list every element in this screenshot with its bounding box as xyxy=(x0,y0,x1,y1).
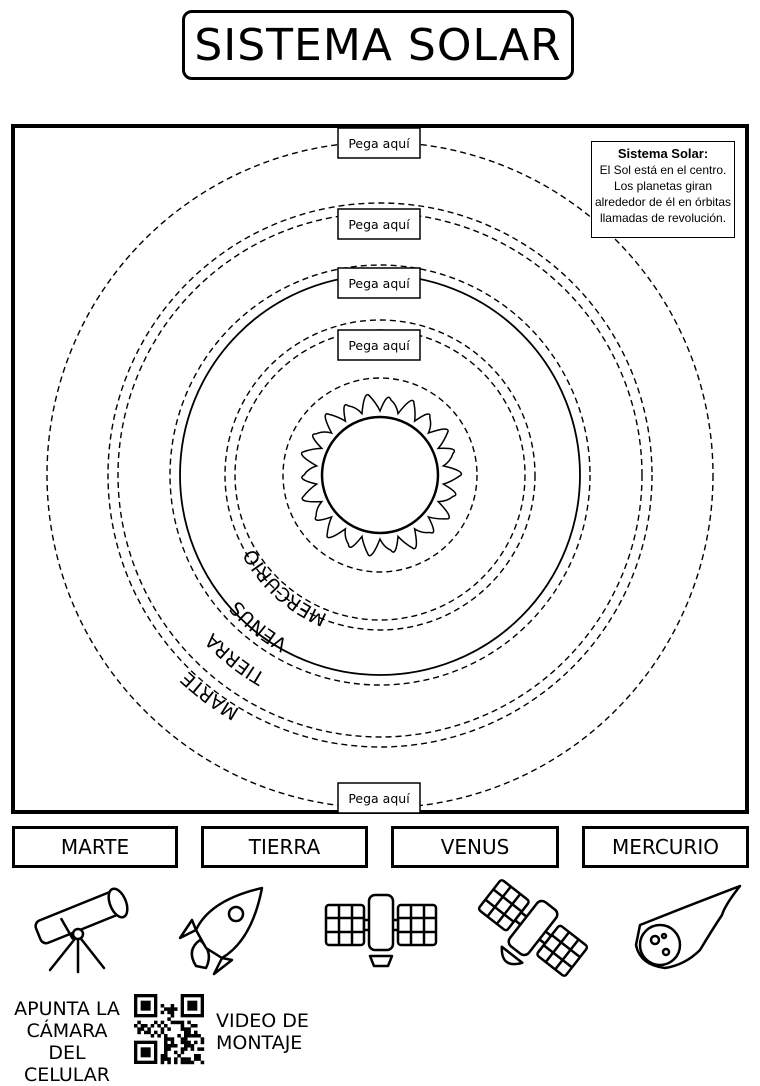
info-line: El Sol está en el centro. xyxy=(599,163,727,177)
footer-line: CELULAR xyxy=(23,1064,111,1086)
paste-tab-1: Pega aquí xyxy=(337,127,421,159)
svg-text:Pega aquí: Pega aquí xyxy=(348,217,410,232)
paste-tab-4: Pega aquí xyxy=(337,329,421,361)
svg-text:Pega aquí: Pega aquí xyxy=(348,136,410,151)
orbit-label-marte: MARTE xyxy=(177,667,243,724)
info-box: Sistema Solar: El Sol está en el centro.… xyxy=(591,141,735,238)
paste-tab-3: Pega aquí xyxy=(337,267,421,299)
satellite-icon xyxy=(324,893,438,968)
paste-tab-5: Pega aquí xyxy=(337,782,421,814)
cut-label-venus[interactable]: VENUS xyxy=(391,826,559,868)
svg-text:Pega aquí: Pega aquí xyxy=(348,338,410,353)
footer-video: VIDEO DE MONTAJE xyxy=(216,1010,312,1054)
rocket-icon xyxy=(178,886,264,976)
svg-text:Pega aquí: Pega aquí xyxy=(348,276,410,291)
page-title: SISTEMA SOLAR xyxy=(182,10,574,80)
telescope-icon xyxy=(34,887,129,974)
orbit-earth-a xyxy=(169,264,591,686)
svg-text:Pega aquí: Pega aquí xyxy=(348,791,410,806)
cut-label-tierra[interactable]: TIERRA xyxy=(201,826,368,868)
info-line: alrededor de él en órbitas xyxy=(594,195,732,209)
footer-line: APUNTA LA xyxy=(14,998,120,1020)
paste-tab-2: Pega aquí xyxy=(337,208,421,240)
footer-instructions: APUNTA LA CÁMARA DEL CELULAR xyxy=(8,998,126,1086)
info-line: Los planetas giran xyxy=(613,179,713,193)
sun-icon xyxy=(320,415,440,535)
comet-icon xyxy=(634,884,742,970)
orbit-mars-b xyxy=(107,202,653,748)
qr-code xyxy=(134,994,205,1065)
cut-label-mercurio[interactable]: MERCURIO xyxy=(582,826,749,868)
orbit-venus-b xyxy=(224,319,536,631)
orbit-mercury-inner xyxy=(282,377,478,573)
info-title: Sistema Solar: xyxy=(617,146,709,161)
footer-line: CÁMARA DEL xyxy=(26,1020,108,1064)
orbit-label-tierra: TIERRA xyxy=(201,629,270,690)
footer-line: VIDEO DE xyxy=(216,1010,309,1032)
satellite-icon-2 xyxy=(477,879,589,977)
cut-label-marte[interactable]: MARTE xyxy=(12,826,178,868)
footer-line: MONTAJE xyxy=(216,1032,303,1054)
info-line: llamadas de revolución. xyxy=(599,211,727,225)
